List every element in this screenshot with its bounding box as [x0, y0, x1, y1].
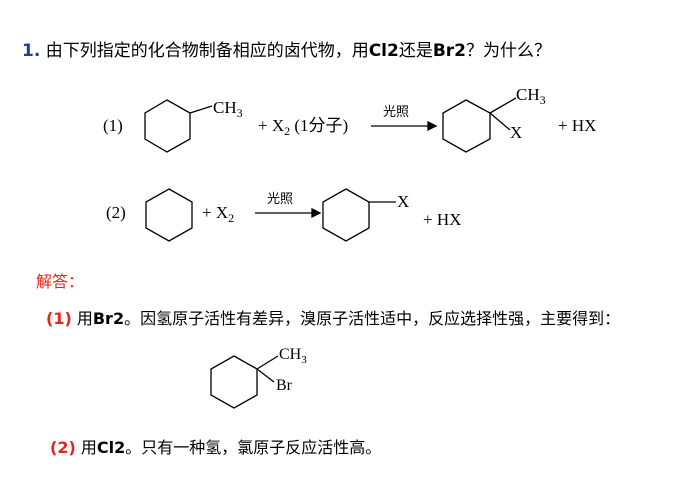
answer-2-pre: 用	[75, 438, 97, 457]
answer-product-top: CH3	[279, 346, 307, 366]
r1-product-top: CH3	[516, 85, 546, 107]
question-text: 1. 由下列指定的化合物制备相应的卤代物，用Cl2还是Br2？为什么？	[22, 36, 551, 61]
r2-product-ring	[322, 188, 370, 242]
question-cl2: Cl2	[368, 41, 399, 61]
question-post: ？为什么？	[466, 41, 552, 61]
answer-1: (1) 用Br2。因氢原子活性有差异，溴原子活性适中，反应选择性强，主要得到：	[46, 308, 666, 330]
question-mid: 还是	[398, 41, 433, 61]
r2-condition: 光照	[267, 191, 293, 206]
answer-2-text: 。只有一种氢，氯原子反应活性高。	[125, 438, 382, 457]
answer-product-bond-top	[256, 355, 279, 370]
r1-condition: 光照	[383, 104, 409, 119]
answer-2: (2) 用Cl2。只有一种氢，氯原子反应活性高。	[50, 434, 381, 458]
question-number: 1.	[22, 41, 41, 61]
r2-label: (2)	[106, 203, 126, 222]
r2-reagent: + X2	[202, 203, 234, 225]
r2-arrow-head	[311, 207, 322, 219]
r1-product-bond-bottom	[489, 112, 511, 131]
r2-byproduct: + HX	[423, 210, 461, 229]
answer-2-number: (2)	[50, 438, 76, 457]
answer-product-bond-bottom	[256, 368, 275, 383]
answer-product-ring	[210, 355, 258, 409]
answer-heading: 解答：	[36, 272, 85, 291]
r1-product-bond-top	[489, 97, 517, 114]
r1-reagent: + X2 (1分子)	[258, 116, 348, 138]
question-br2: Br2	[432, 41, 467, 61]
r1-reactant-ring	[144, 99, 191, 153]
r2-reactant-ring	[145, 188, 193, 242]
answer-1-pre: 用	[71, 309, 93, 328]
r1-reactant-bond	[189, 105, 213, 114]
r1-label: (1)	[103, 116, 123, 135]
answer-product-bottom: Br	[276, 377, 293, 394]
answer-1-number: (1)	[46, 309, 72, 328]
answer-2-reagent: Cl2	[96, 438, 126, 457]
r1-arrow-head	[427, 120, 438, 132]
answer-1-text: 。因氢原子活性有差异，溴原子活性适中，反应选择性强，主要得到：	[124, 309, 621, 328]
r1-product-ring	[442, 99, 491, 153]
answer-1-reagent: Br2	[92, 309, 125, 328]
question-pre: 由下列指定的化合物制备相应的卤代物，用	[40, 41, 369, 61]
r1-byproduct: + HX	[558, 116, 596, 135]
r1-reactant-substituent: CH3	[213, 98, 243, 120]
r1-product-bottom: X	[510, 123, 522, 142]
r2-product-substituent: X	[397, 192, 409, 211]
